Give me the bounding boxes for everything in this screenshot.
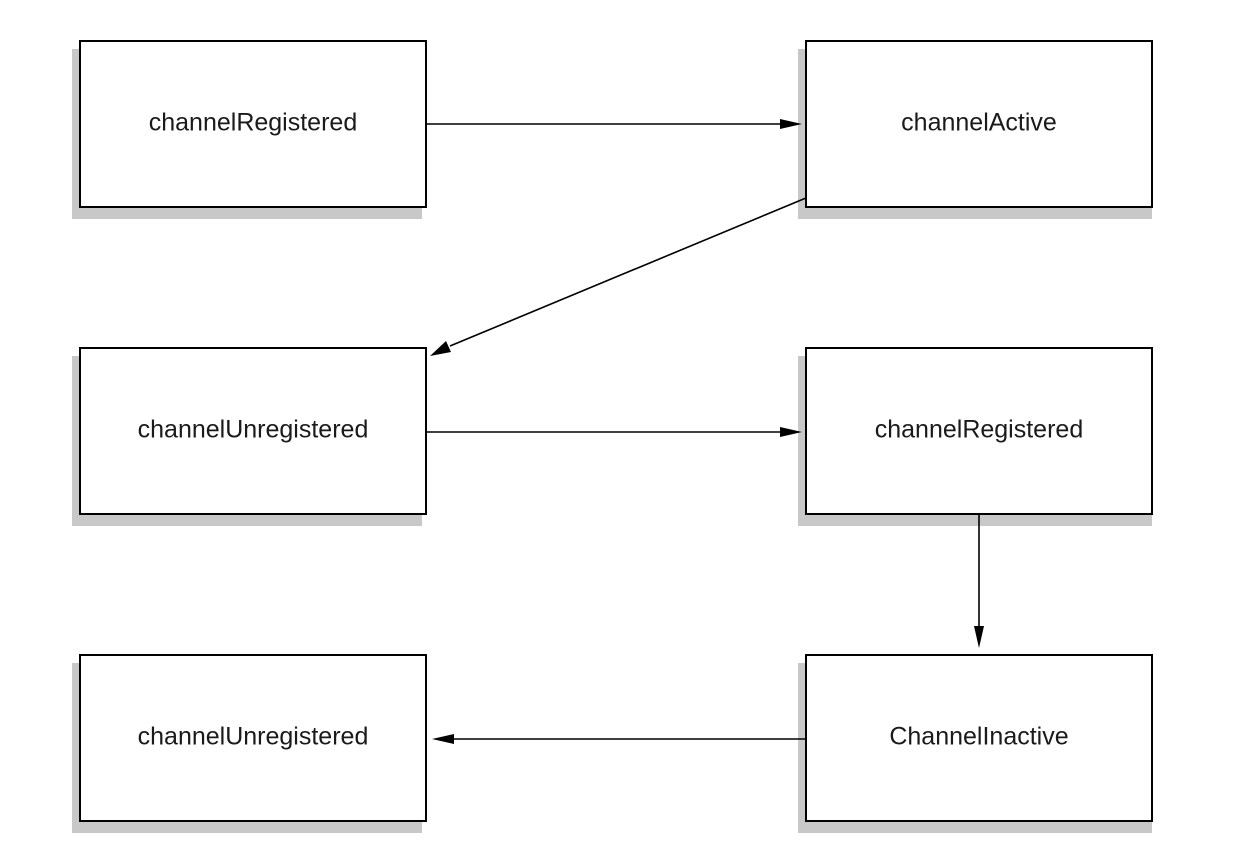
node-channel-unregistered-2: channelUnregistered [72,654,427,833]
node-channel-registered-1: channelRegistered [72,40,427,219]
node-box [805,347,1153,515]
node-channel-registered-2: channelRegistered [798,347,1153,526]
arrowhead-icon [780,427,802,437]
node-box [79,347,427,515]
node-label: channelUnregistered [138,416,369,444]
node-channel-unregistered-1: channelUnregistered [72,347,427,526]
node-box [805,40,1153,208]
edge-registered-to-inactive [974,514,984,648]
arrowhead-icon [974,626,984,648]
node-box [805,654,1153,822]
node-channel-inactive: ChannelInactive [798,654,1153,833]
node-channel-active: channelActive [798,40,1153,219]
node-label: ChannelInactive [889,723,1068,751]
edge-registered-to-active [426,119,802,129]
node-box [79,654,427,822]
node-label: channelRegistered [149,109,357,137]
edge-active-to-unregistered [430,197,807,356]
edge-inactive-to-unregistered [432,734,806,744]
node-label: channelActive [901,109,1057,137]
node-label: channelUnregistered [138,723,369,751]
arrowhead-icon [432,734,454,744]
arrowhead-icon [430,341,451,356]
edge-unregistered-to-registered [426,427,802,437]
arrowhead-icon [780,119,802,129]
node-box [79,40,427,208]
edge-line [449,197,807,347]
node-label: channelRegistered [875,416,1083,444]
